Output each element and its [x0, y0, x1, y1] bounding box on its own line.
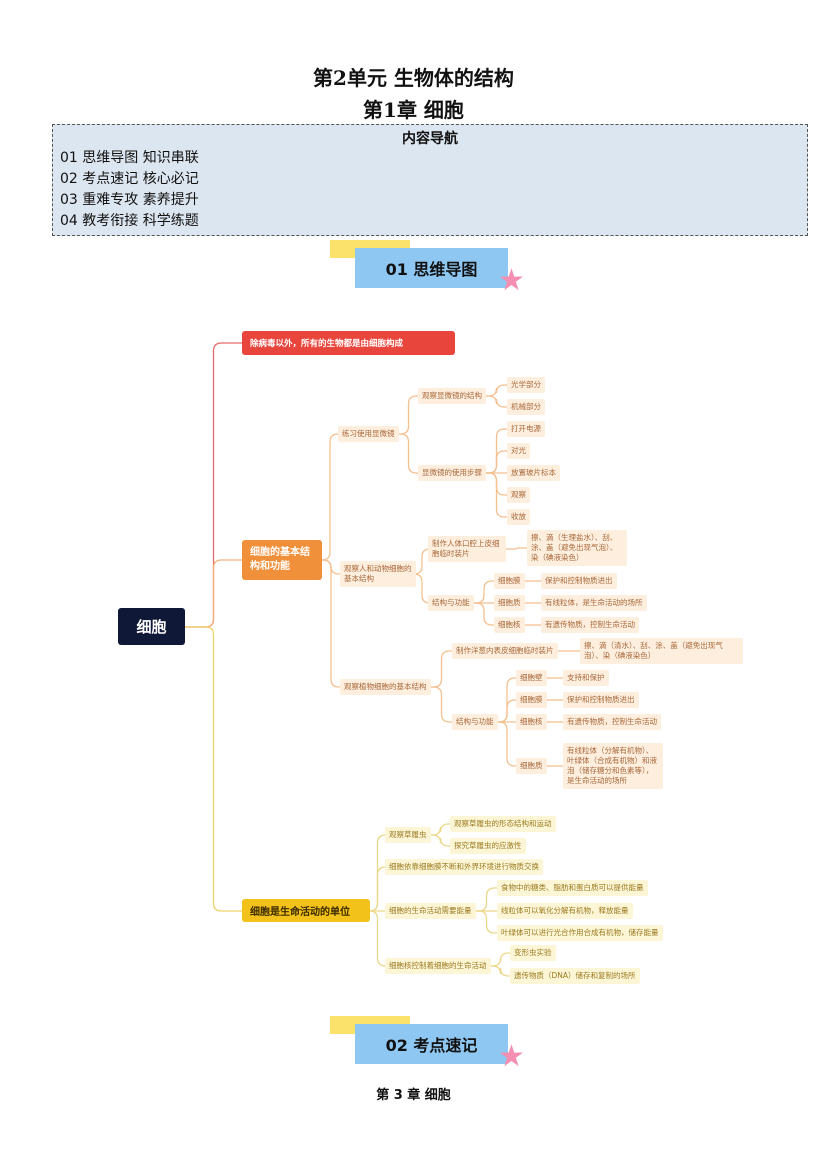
connector — [399, 433, 418, 474]
mind-map-node: 制作人体口腔上皮细胞临时装片 — [428, 536, 506, 562]
mind-map-node: 叶绿体可以进行光合作用合成有机物，储存能量 — [497, 925, 663, 941]
connector — [486, 472, 507, 518]
mind-map-node: 显微镜的使用步骤 — [418, 465, 486, 481]
mind-map-node: 观察 — [507, 487, 530, 503]
connector — [431, 686, 452, 723]
unit-title: 第2单元 生物体的结构 — [313, 66, 514, 90]
mind-map-node: 练习使用显微镜 — [338, 426, 399, 442]
star-icon: ★ — [498, 263, 525, 298]
mind-map-node: 结构与功能 — [452, 714, 498, 730]
connector — [476, 910, 497, 934]
mind-map-node: 有遗传物质，控制生命活动 — [541, 617, 639, 633]
connector — [185, 626, 242, 912]
mind-map-node: 细胞壁 — [516, 670, 547, 686]
mind-map-node: 有线粒体，是生命活动的场所 — [541, 595, 647, 611]
connector — [185, 559, 242, 628]
mind-map-node: 细胞依靠细胞膜不断和外界环境进行物质交换 — [385, 859, 543, 875]
connector — [491, 965, 510, 977]
connector — [399, 395, 418, 435]
mind-map-node: 细胞的生命活动需要能量 — [385, 903, 476, 919]
section-title: 01 思维导图 — [355, 248, 508, 288]
mind-map-node: 遗传物质（DNA）储存和复制的场所 — [510, 968, 640, 984]
branch-structure: 细胞的基本结构和功能 — [242, 540, 322, 580]
mind-map-node: 观察显微镜的结构 — [418, 388, 486, 404]
nav-item: 01 思维导图 知识串联 — [60, 150, 199, 166]
mind-map-node: 擦、滴（清水）、刮、涂、盖（避免出现气泡）、染（碘液染色） — [580, 638, 743, 664]
nav-item: 02 考点速记 核心必记 — [60, 171, 199, 187]
page-footer: 第 3 章 细胞 — [376, 1088, 451, 1103]
section-title: 02 考点速记 — [355, 1024, 508, 1064]
branch-unit: 细胞是生命活动的单位 — [242, 899, 370, 922]
connector — [486, 395, 507, 408]
star-icon: ★ — [498, 1039, 525, 1074]
section-banner-2: 02 考点速记 ★ — [330, 1016, 530, 1072]
content-navigation: 内容导航 01 思维导图 知识串联 02 考点速记 核心必记 03 重难专攻 素… — [52, 124, 808, 236]
mind-map-node: 细胞膜 — [516, 692, 547, 708]
connector — [369, 910, 386, 967]
mind-map-node: 放置玻片标本 — [507, 465, 560, 481]
mind-map-node: 制作洋葱内表皮细胞临时装片 — [452, 643, 558, 659]
connector — [431, 650, 452, 688]
chapter-title: 第1章 细胞 — [363, 98, 464, 122]
mind-map-node: 擦、滴（生理盐水）、刮、涂、盖（避免出现气泡）、染（碘液染色） — [527, 530, 627, 566]
connector — [474, 602, 494, 626]
mind-map-node: 对光 — [507, 443, 530, 459]
mind-map-node: 观察草履虫的形态结构和运动 — [450, 816, 556, 832]
mind-map-node: 细胞质 — [516, 758, 547, 774]
mind-map-node: 细胞膜 — [494, 573, 525, 589]
mind-map-node: 有遗传物质，控制生命活动 — [563, 714, 661, 730]
mind-map-node: 细胞核 — [516, 714, 547, 730]
mind-map-node: 机械部分 — [507, 399, 545, 415]
mind-map-node: 收放 — [507, 509, 530, 525]
mind-map-node: 细胞核控制着细胞的生命活动 — [385, 958, 491, 974]
mind-map-node: 细胞核 — [494, 617, 525, 633]
mind-map-node: 保护和控制物质进出 — [541, 573, 617, 589]
connector — [506, 547, 527, 550]
connector — [369, 866, 386, 912]
mind-map-node: 光学部分 — [507, 377, 545, 393]
connector — [486, 384, 507, 397]
connector — [413, 548, 431, 575]
connector — [322, 559, 340, 688]
connector — [321, 433, 339, 561]
mind-map-node: 变形虫实验 — [510, 945, 556, 961]
mind-map-node: 有线粒体（分解有机物）、叶绿体（合成有机物）和液泡（储存糖分和色素等），是生命活… — [563, 743, 663, 789]
connector — [491, 952, 510, 967]
mind-map-node: 细胞质 — [494, 595, 525, 611]
nav-title: 内容导航 — [402, 131, 458, 147]
mind-map-node: 观察人和动物细胞的基本结构 — [340, 561, 416, 587]
mind-map-node: 打开电源 — [507, 421, 545, 437]
nav-item: 03 重难专攻 素养提升 — [60, 192, 199, 208]
connector — [476, 887, 497, 912]
mind-map-node: 食物中的糖类、脂肪和蛋白质可以提供能量 — [497, 880, 648, 896]
mind-map-node: 支持和保护 — [563, 670, 609, 686]
connector — [431, 823, 450, 836]
connector — [431, 834, 450, 847]
connector — [413, 573, 431, 604]
mind-map-node: 保护和控制物质进出 — [563, 692, 639, 708]
mind-map-node: 探究草履虫的应激性 — [450, 838, 526, 854]
mind-map-node: 线粒体可以氧化分解有机物，释放能量 — [497, 903, 633, 919]
connector — [498, 721, 516, 767]
nav-item: 04 教考衔接 科学练题 — [60, 213, 199, 229]
section-banner-1: 01 思维导图 ★ — [330, 240, 530, 296]
mind-map-node: 结构与功能 — [428, 595, 474, 611]
branch-virus: 除病毒以外，所有的生物都是由细胞构成 — [242, 331, 455, 355]
mind-map-node: 观察草履虫 — [385, 827, 431, 843]
mind-map-root: 细胞 — [118, 608, 185, 645]
connector — [474, 580, 494, 604]
mind-map-node: 观察植物细胞的基本结构 — [340, 679, 431, 695]
